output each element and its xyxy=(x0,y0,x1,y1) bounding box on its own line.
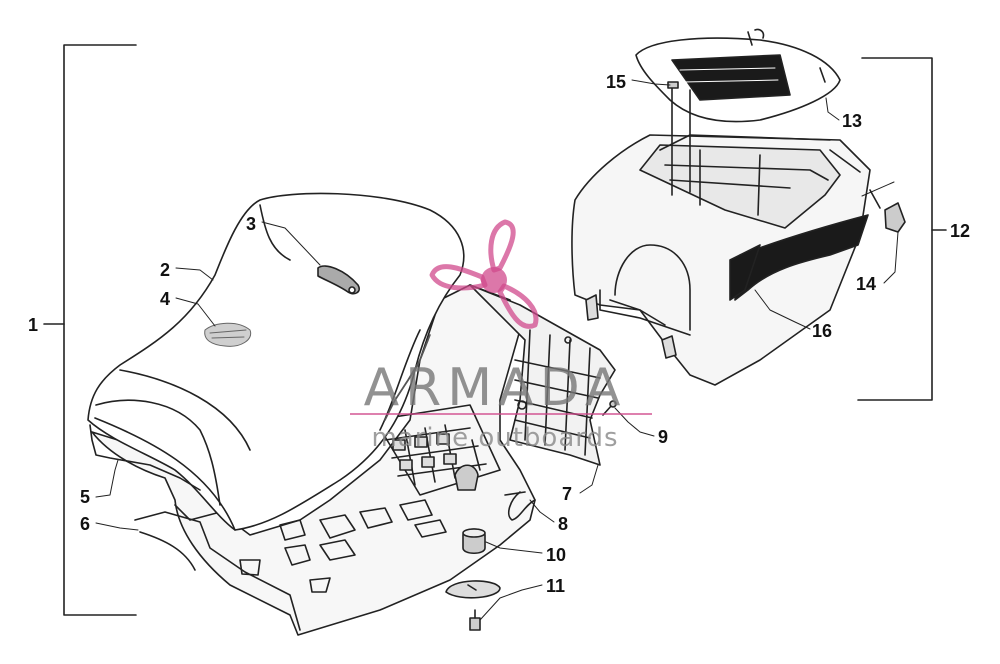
wire-clip xyxy=(504,491,536,521)
under-seat-panel xyxy=(469,284,616,466)
callout-16: 16 xyxy=(812,321,832,341)
leader-lines xyxy=(95,79,899,621)
callout-11: 11 xyxy=(546,576,565,596)
watermark-title: ARMADA xyxy=(364,358,627,418)
callout-9: 9 xyxy=(658,427,668,447)
callout-14: 14 xyxy=(856,274,876,294)
callout-6: 6 xyxy=(80,514,90,534)
watermark-underline xyxy=(350,413,652,415)
callout-13: 13 xyxy=(842,111,862,131)
washer xyxy=(445,580,501,599)
callout-4: 4 xyxy=(160,289,170,309)
seat-base xyxy=(91,284,536,636)
callout-1: 1 xyxy=(28,315,38,335)
callout-3: 3 xyxy=(246,214,256,234)
bracket-left xyxy=(43,44,137,616)
bolt xyxy=(469,609,481,631)
callout-2: 2 xyxy=(160,260,170,280)
callout-5: 5 xyxy=(80,487,90,507)
seat-decal xyxy=(204,322,252,347)
callout-8: 8 xyxy=(558,514,568,534)
propeller-logo-icon xyxy=(429,219,539,329)
hinge-straps xyxy=(667,81,691,196)
callout-15: 15 xyxy=(606,72,626,92)
bracket-right xyxy=(857,57,947,401)
seat-cushion xyxy=(87,192,465,531)
watermark-subtitle: marine outboards xyxy=(371,423,618,453)
callout-labels: 1 2 3 4 5 6 7 8 9 10 11 12 13 14 15 16 xyxy=(28,72,970,596)
callout-10: 10 xyxy=(546,545,566,565)
callout-7: 7 xyxy=(562,484,572,504)
logo-patch xyxy=(317,265,360,295)
bumper xyxy=(462,528,486,555)
storage-box xyxy=(571,134,871,386)
watermark: ARMADA marine outboards xyxy=(350,219,652,453)
latch-14 xyxy=(869,189,906,233)
storage-lid xyxy=(635,28,841,123)
callout-12: 12 xyxy=(950,221,970,241)
